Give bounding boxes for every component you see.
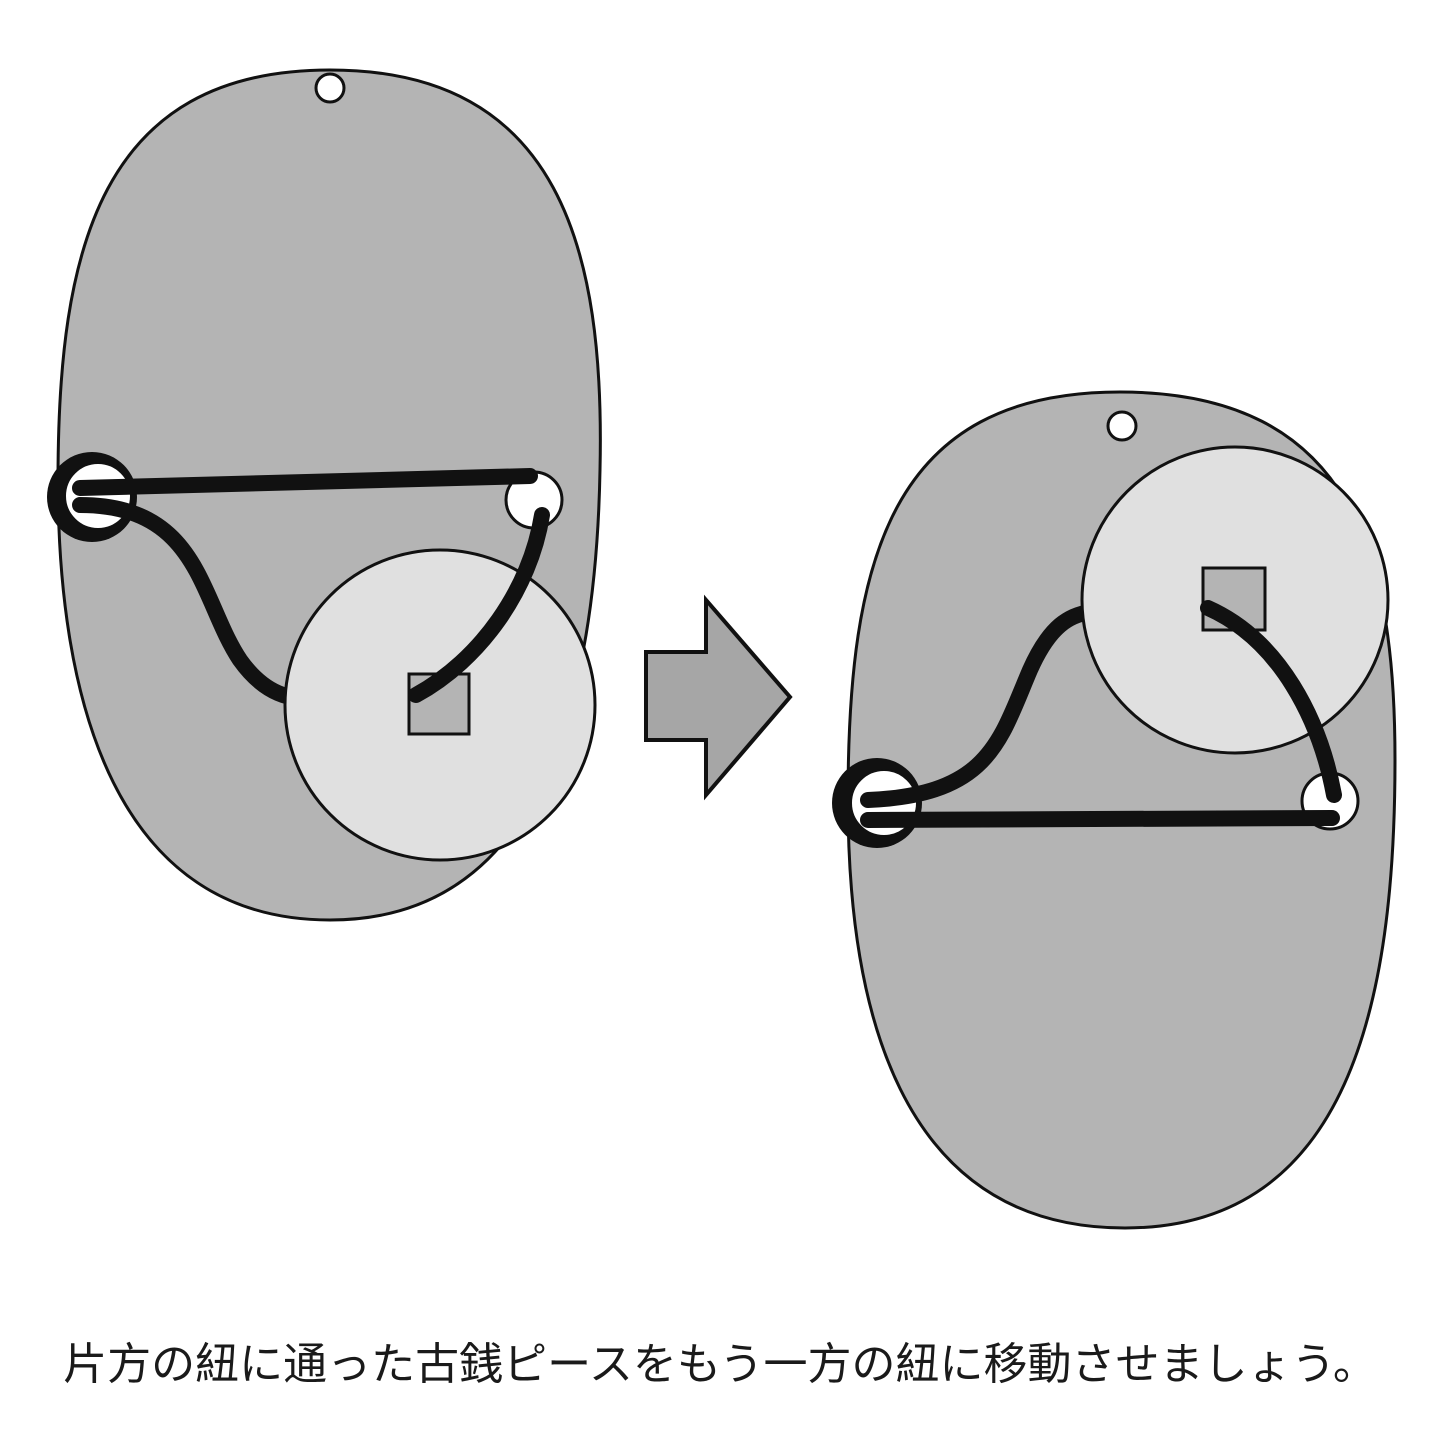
- hanging-hole-right: [1106, 410, 1138, 442]
- puzzle-diagram: [47, 68, 1397, 1230]
- hanging-hole-left: [314, 72, 346, 104]
- before-panel: [47, 68, 602, 922]
- string-upper-right: [860, 604, 1098, 808]
- after-panel: [832, 390, 1397, 1230]
- string-coin-left: [408, 507, 550, 703]
- arrow-right-icon: [644, 594, 793, 801]
- knot-hole-left-a: [64, 462, 132, 530]
- string-top-left: [72, 468, 538, 496]
- instruction-caption: 片方の紐に通った古銭ピースをもう一方の紐に移動させましょう。: [63, 1339, 1377, 1390]
- string-coin-right: [1200, 600, 1342, 803]
- string-bottom-right: [860, 810, 1340, 828]
